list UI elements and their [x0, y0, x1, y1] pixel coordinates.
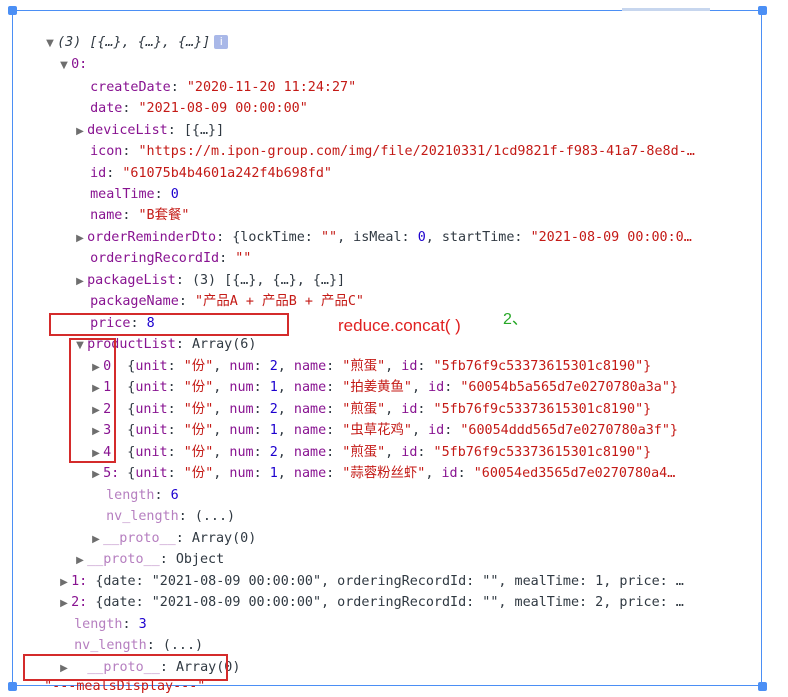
prop-mealTime: mealTime: 0 [90, 187, 179, 202]
prop-packageName: packageName: "产品A + 产品B + 产品C" [90, 294, 364, 309]
expand-right-icon[interactable]: ▶ [92, 448, 100, 459]
prop-product-proto[interactable]: ▶__proto__: Array(0) [76, 509, 256, 546]
item-2-row[interactable]: ▶2: {date: "2021-08-09 00:00:00", orderi… [44, 573, 684, 610]
resize-handle-top-left[interactable] [8, 6, 17, 15]
prop-createDate: createDate: "2020-11-20 11:24:27" [90, 80, 357, 95]
expand-right-icon[interactable]: ▶ [60, 577, 68, 588]
prop-name: name: "B套餐" [90, 208, 190, 223]
prop-product-length: length: 6 [106, 488, 179, 503]
annotation-box-productList [49, 313, 289, 336]
prop-price: price: 8 [90, 316, 155, 331]
prop-item0-proto[interactable]: ▶__proto__: Object [60, 530, 224, 567]
expand-right-icon[interactable]: ▶ [76, 126, 84, 137]
prop-orderReminderDto[interactable]: ▶orderReminderDto: {lockTime: "", isMeal… [60, 208, 692, 245]
prop-id: id: "61075b4b4601a242f4b698fd" [90, 166, 332, 181]
annotation-box-product-indexes [69, 338, 116, 463]
annotation-box-log-line [23, 654, 228, 681]
resize-handle-bottom-right[interactable] [758, 682, 767, 691]
product-row[interactable]: ▶4: {unit: "份", num: 2, name: "煎蛋", id: … [76, 423, 651, 460]
prop-icon: icon: "https://m.ipon-group.com/img/file… [90, 144, 695, 159]
expand-right-icon[interactable]: ▶ [92, 405, 100, 416]
item-0-row[interactable]: ▼0: [44, 35, 87, 72]
product-row[interactable]: ▶0: {unit: "份", num: 2, name: "煎蛋", id: … [76, 337, 651, 374]
product-row[interactable]: ▶2: {unit: "份", num: 2, name: "煎蛋", id: … [76, 380, 651, 417]
prop-packageList[interactable]: ▶packageList: (3) [{…}, {…}, {…}] [60, 251, 345, 288]
item-0-index: 0: [71, 57, 88, 72]
product-row[interactable]: ▶3: {unit: "份", num: 1, name: "虫草花鸡", id… [76, 401, 678, 438]
prop-productList[interactable]: ▼productList: Array(6) [60, 315, 256, 352]
resize-handle-top-right[interactable] [758, 6, 767, 15]
resize-handle-bottom-left[interactable] [8, 682, 17, 691]
selection-frame [12, 10, 762, 686]
expand-right-icon[interactable]: ▶ [92, 534, 100, 545]
annotation-reduce-concat: reduce.concat( ) [338, 316, 461, 335]
expand-down-icon[interactable]: ▼ [46, 38, 54, 49]
info-icon[interactable]: i [214, 35, 229, 49]
root-array-row[interactable]: ▼(3) [{…}, {…}, {…}]i [30, 13, 229, 50]
prop-deviceList[interactable]: ▶deviceList: [{…}] [60, 101, 224, 138]
prop-orderingRecordId: orderingRecordId: "" [90, 251, 252, 266]
prop-root-nv-length[interactable]: nv_length: (...) [74, 638, 204, 653]
prop-root-proto[interactable]: ▶ __proto__: Array(0) [44, 638, 240, 675]
annotation-step-number: 2、 [503, 311, 528, 328]
selection-top-bar [622, 8, 710, 11]
root-array-summary: (3) [{…}, {…}, {…}] [57, 35, 211, 50]
prop-product-nv-length[interactable]: nv_length: (...) [106, 509, 236, 524]
expand-right-icon[interactable]: ▶ [76, 276, 84, 287]
console-log-line: "---mealsDisplay---" [44, 679, 206, 694]
product-row[interactable]: ▶1: {unit: "份", num: 1, name: "拍姜黄鱼", id… [76, 358, 678, 395]
expand-right-icon[interactable]: ▶ [76, 555, 84, 566]
expand-right-icon[interactable]: ▶ [92, 362, 100, 373]
expand-right-icon[interactable]: ▶ [92, 469, 100, 480]
expand-right-icon[interactable]: ▶ [92, 383, 100, 394]
expand-right-icon[interactable]: ▶ [76, 233, 84, 244]
expand-right-icon[interactable]: ▶ [92, 426, 100, 437]
expand-down-icon[interactable]: ▼ [60, 60, 68, 71]
expand-right-icon[interactable]: ▶ [60, 598, 68, 609]
prop-root-length: length: 3 [74, 617, 147, 632]
prop-date: date: "2021-08-09 00:00:00" [90, 101, 308, 116]
product-row[interactable]: ▶5: {unit: "份", num: 1, name: "蒜蓉粉丝虾", i… [76, 444, 675, 481]
expand-right-icon[interactable]: ▶ [60, 663, 68, 674]
expand-down-icon[interactable]: ▼ [76, 340, 84, 351]
item-1-row[interactable]: ▶1: {date: "2021-08-09 00:00:00", orderi… [44, 552, 684, 589]
